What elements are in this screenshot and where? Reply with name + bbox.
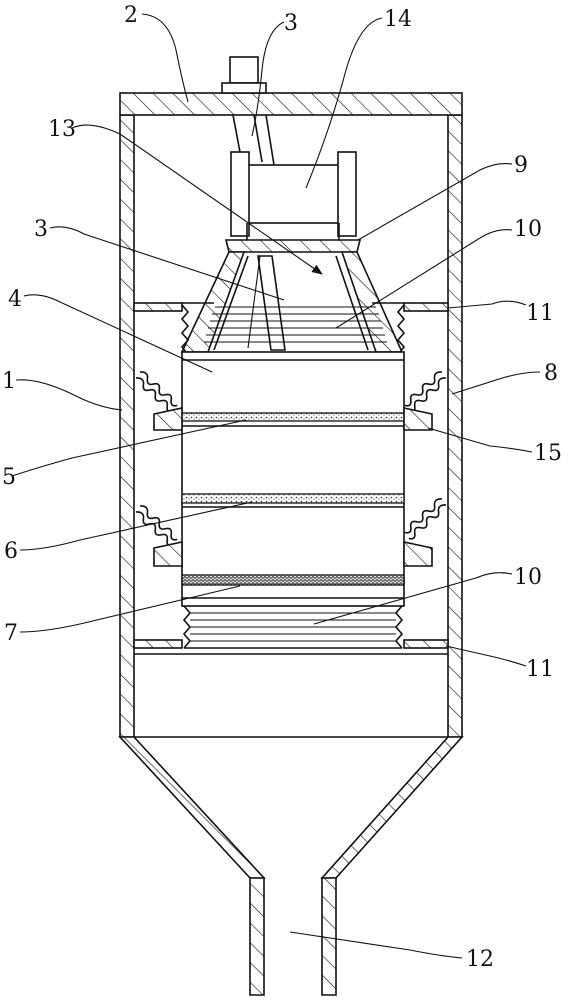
motor-shaft-cap [229,56,259,84]
spring-left-lower [135,505,183,567]
label-15: 15 [534,441,562,466]
leader-lines [11,13,541,959]
label-14: 14 [384,7,412,32]
cone-body [180,251,404,353]
label-9: 9 [514,153,528,178]
top-cover [119,92,463,116]
spring-left-upper [135,371,183,431]
filter-layer-1 [181,412,405,422]
label-11-lower: 11 [526,657,554,682]
filter-layer-3 [181,574,405,586]
motor-shaft-base [221,82,267,94]
motor-mount [232,114,275,166]
bellows-upper [180,304,406,353]
label-3-top: 3 [284,11,298,36]
cone-cap [224,239,362,253]
ring-upper [133,302,449,312]
outlet-pipe [249,877,337,996]
housing [118,114,464,879]
label-1: 1 [2,369,16,394]
label-11-upper: 11 [526,301,554,326]
label-10-lower: 10 [514,565,542,590]
label-4: 4 [8,287,22,312]
drum [181,351,405,607]
label-13: 13 [48,117,76,142]
label-10-upper: 10 [514,217,542,242]
label-12: 12 [466,947,494,972]
filter-layer-2 [181,493,405,504]
motor [230,151,357,240]
label-6: 6 [4,539,18,564]
label-8: 8 [544,361,558,386]
spring-right-upper [403,371,447,431]
label-5: 5 [2,465,16,490]
bellows-lower [182,605,404,649]
label-7: 7 [4,621,18,646]
ring-lower [133,639,449,655]
label-3-middle: 3 [34,217,48,242]
label-2: 2 [124,3,138,28]
spring-right-lower [403,498,447,567]
